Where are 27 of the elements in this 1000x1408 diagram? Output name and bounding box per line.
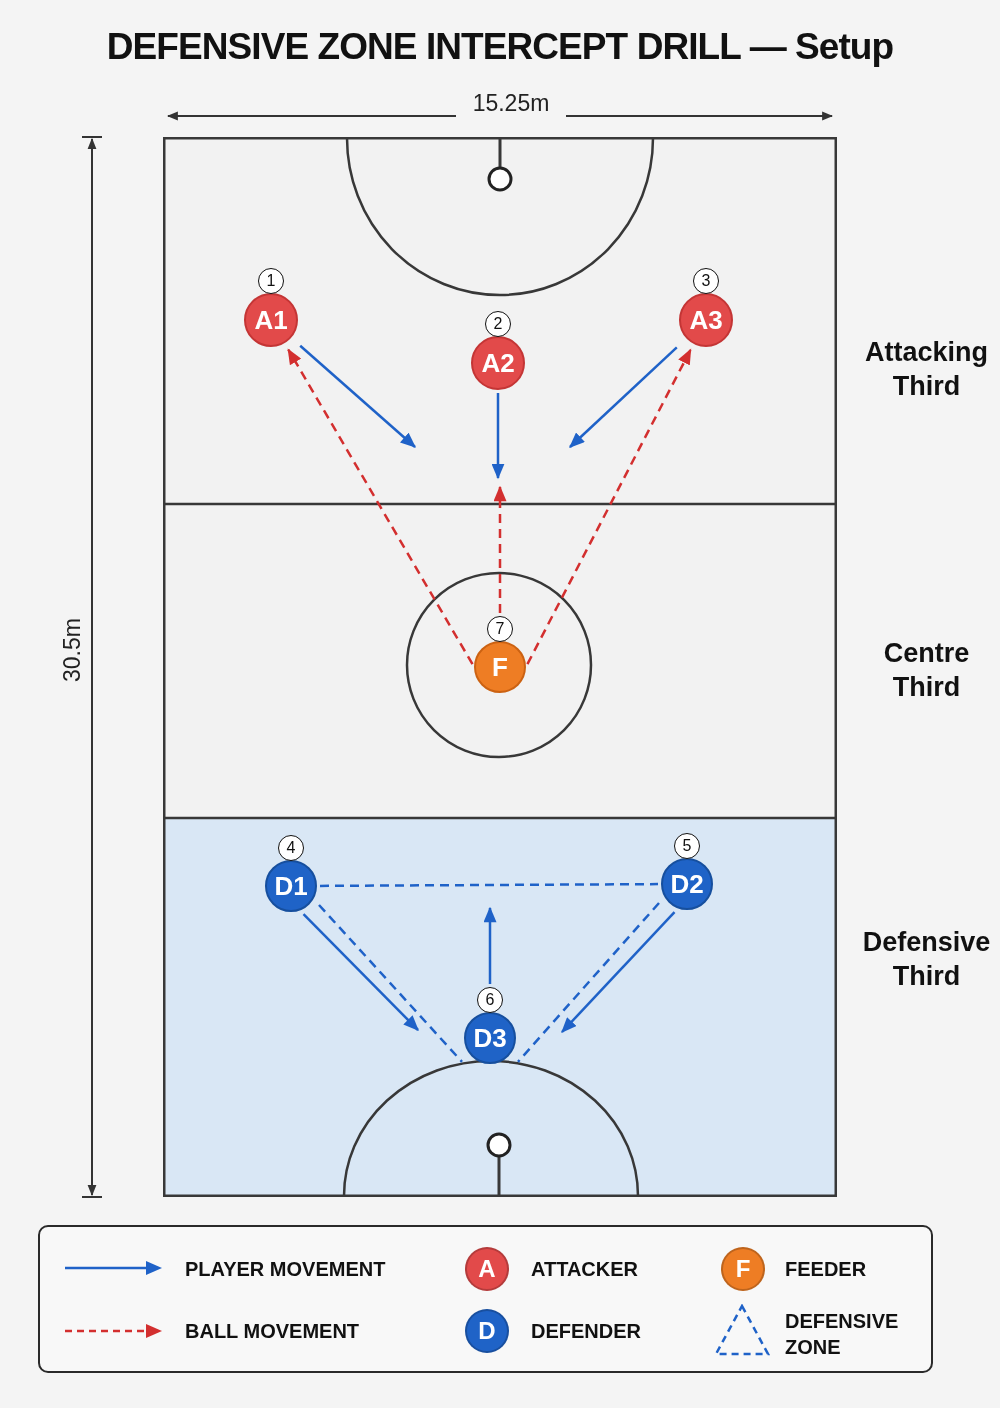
arrow [299, 344, 416, 448]
legend-label: ATTACKER [531, 1257, 639, 1282]
legend-marker: A [465, 1247, 509, 1291]
legend-label: PLAYER MOVEMENT [185, 1257, 386, 1282]
dimension-label: 15.25m [471, 89, 551, 117]
legend-label: DEFENSIVE ZONE [785, 1309, 900, 1360]
dashed-line [517, 902, 660, 1063]
dashed-arrow [287, 348, 474, 665]
dashed-arrow [493, 485, 507, 613]
zone-label: Centre Third [882, 637, 971, 704]
dashed-line [318, 904, 463, 1063]
arrow [483, 906, 497, 984]
dashed-arrow [526, 348, 692, 665]
arrow [569, 346, 678, 448]
legend-marker: F [721, 1247, 765, 1291]
zone-label: Attacking Third [864, 336, 989, 403]
arrow [302, 913, 419, 1031]
arrow [561, 911, 676, 1033]
dashed-line [320, 882, 658, 888]
zone-label: Defensive Third [861, 926, 992, 993]
legend-marker: D [465, 1309, 509, 1353]
legend-label: BALL MOVEMENT [185, 1319, 360, 1344]
legend-label: FEEDER [785, 1257, 867, 1282]
legend-label: DEFENDER [531, 1319, 641, 1344]
arrow [491, 393, 505, 480]
dimension-label: 30.5m [58, 617, 86, 684]
diagram-title: DEFENSIVE ZONE INTERCEPT DRILL — Setup [105, 25, 895, 69]
